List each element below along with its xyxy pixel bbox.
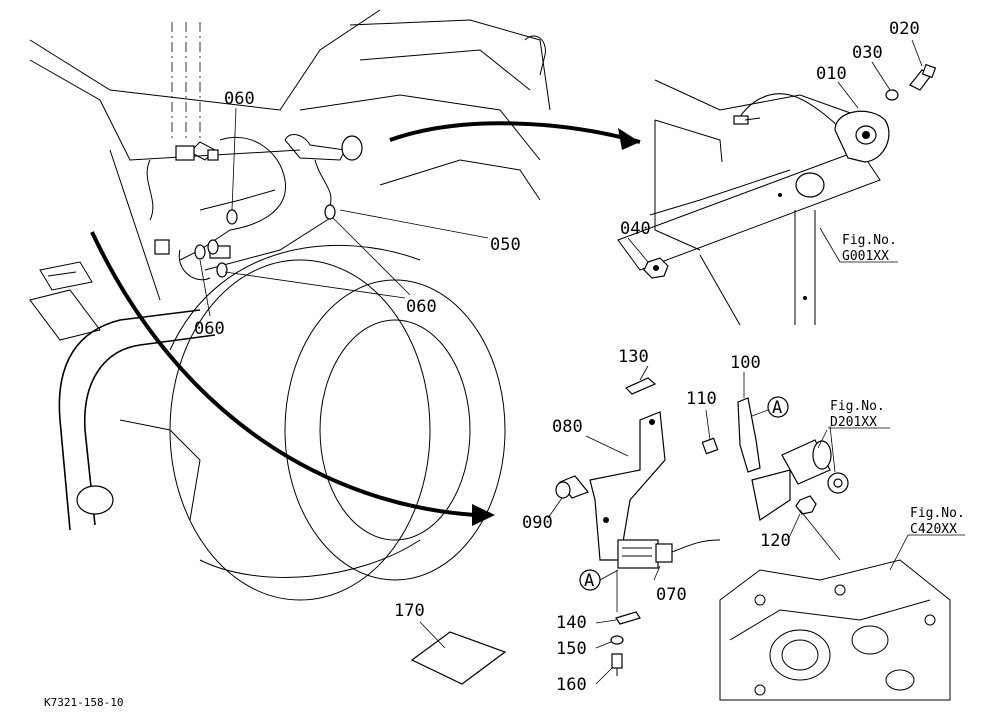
label-060-right: 060 <box>406 297 437 317</box>
label-050: 050 <box>490 235 521 255</box>
label-060-left: 060 <box>194 319 225 339</box>
label-040: 040 <box>620 219 651 239</box>
label-110: 110 <box>686 389 717 409</box>
drawing-code: K7321-158-10 <box>44 696 123 709</box>
label-150: 150 <box>556 639 587 659</box>
label-070: 070 <box>656 585 687 605</box>
ref-d201-title: Fig.No. <box>830 399 885 414</box>
ref-c420-code: C420XX <box>910 522 957 537</box>
reference-arrows <box>90 121 641 526</box>
figure-references: Fig.No. G001XX Fig.No. D201XX Fig.No. C4… <box>830 233 965 537</box>
ref-g001-title: Fig.No. <box>842 233 897 248</box>
ref-g001-code: G001XX <box>842 249 889 264</box>
label-140: 140 <box>556 613 587 633</box>
ref-d201-code: D201XX <box>830 415 877 430</box>
label-130: 130 <box>618 347 649 367</box>
label-080: 080 <box>552 417 583 437</box>
bottom-right-detail <box>410 365 965 701</box>
top-right-detail <box>617 39 937 326</box>
label-170: 170 <box>394 601 425 621</box>
ref-c420-title: Fig.No. <box>910 506 965 521</box>
label-120: 120 <box>760 531 791 551</box>
part-labels: 020 030 010 040 060 050 060 060 130 100 … <box>194 19 920 695</box>
label-160: 160 <box>556 675 587 695</box>
main-frame-assembly <box>29 9 551 601</box>
label-090: 090 <box>522 513 553 533</box>
label-100: 100 <box>730 353 761 373</box>
callout-a-switch: A <box>584 571 594 591</box>
label-030: 030 <box>852 43 883 63</box>
label-060-top: 060 <box>224 89 255 109</box>
label-020: 020 <box>889 19 920 39</box>
label-010: 010 <box>816 64 847 84</box>
callout-a-lever: A <box>772 398 782 418</box>
